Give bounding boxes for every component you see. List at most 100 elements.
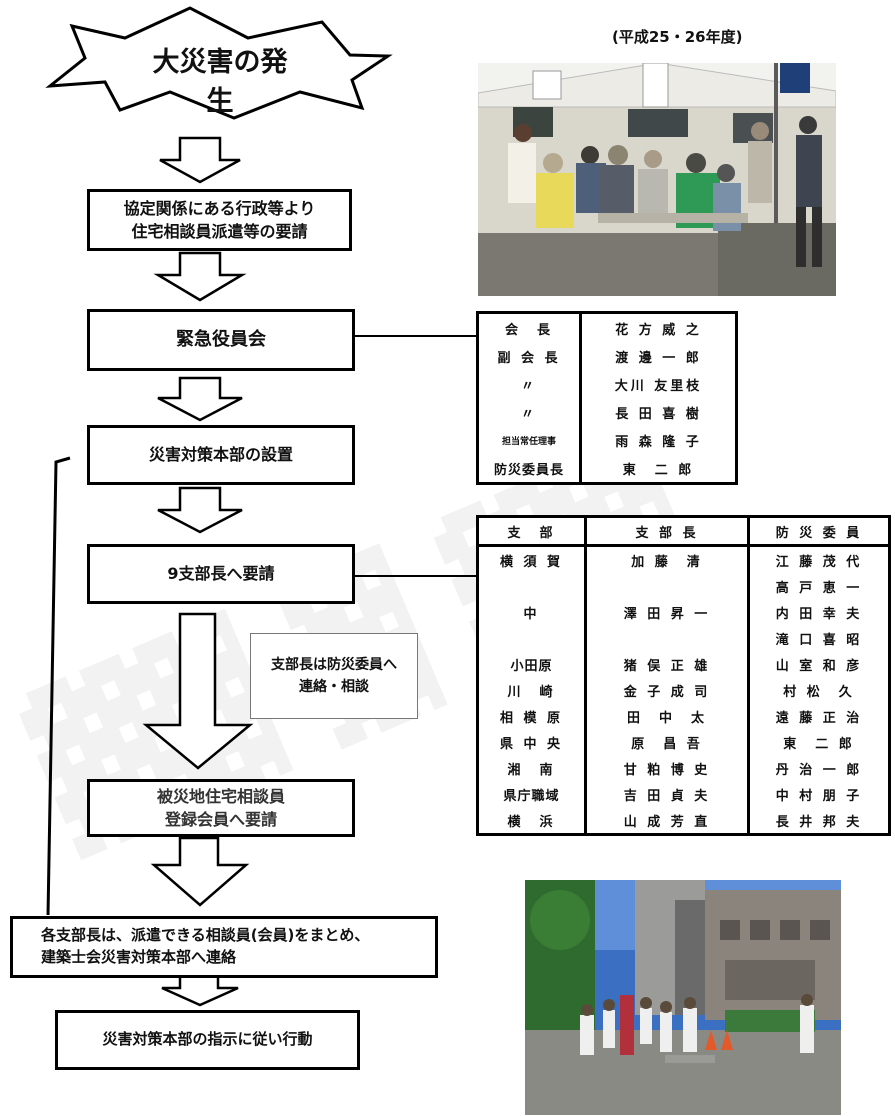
branch-name: 川 崎 [477, 677, 587, 703]
down-arrows [142, 136, 254, 1007]
branch-row: 県 中 央原 昌 吾 東 二 郎 [477, 729, 890, 755]
branch-row: 中澤 田 昇 一 内 田 幸 夫 [477, 599, 890, 625]
branch-committee: 村 松 久 [783, 684, 855, 700]
down-arrow-icon [150, 836, 250, 907]
branch-note-box: 支部長は防災委員へ 連絡・相談 [250, 633, 418, 719]
branch-committee: 江 藤 茂 代 [775, 554, 863, 570]
branch-name [477, 573, 587, 599]
branch-row: 横 浜山 成 芳 直 長 井 邦 夫 [477, 807, 890, 835]
officer-row: 〃 長 田 喜 樹 [477, 398, 737, 426]
branch-row: 県庁職域吉 田 貞 夫 中 村 朋 子 [477, 781, 890, 807]
header-chief: 支 部 長 [585, 516, 750, 547]
branch-name: 相 模 原 [477, 703, 587, 729]
note-line-2: 連絡・相談 [299, 679, 369, 695]
compile-box: 各支部長は、派遣できる相談員(会員)をまとめ、 建築士会災害対策本部へ連絡 [10, 916, 438, 978]
branch-chief: 山 成 芳 直 [585, 807, 750, 835]
officer-role: 会 長 [477, 312, 582, 342]
down-arrow-icon [153, 251, 247, 302]
branch-name: 小田原 [477, 651, 587, 677]
officer-row: 〃 大川 友里枝 [477, 370, 737, 398]
branch-committee: 遠 藤 正 治 [775, 710, 863, 726]
officer-role: 防災委員長 [477, 454, 582, 484]
branch-chief: 吉 田 貞 夫 [585, 781, 750, 807]
branch-chief: 田 中 太 [585, 703, 750, 729]
officer-name: 大川 友里枝 [614, 378, 703, 394]
branch-chief: 澤 田 昇 一 [585, 599, 750, 625]
down-arrow-icon [142, 612, 254, 770]
officer-role: 〃 [477, 370, 582, 398]
officer-role: 〃 [477, 398, 582, 426]
branch-name [477, 625, 587, 651]
branch-chief: 猪 俣 正 雄 [585, 651, 750, 677]
compile-line-2: 建築士会災害対策本部へ連絡 [41, 948, 237, 966]
tent-scene [478, 63, 836, 296]
branch-committee: 長 井 邦 夫 [775, 814, 863, 830]
gathering-scene [525, 880, 841, 1115]
branch-chief [585, 625, 750, 651]
branch-row: 滝 口 喜 昭 [477, 625, 890, 651]
branch-row: 湘 南甘 粕 博 史 丹 治 一 郎 [477, 755, 890, 781]
branch-committee: 丹 治 一 郎 [775, 762, 863, 778]
officer-row: 会 長花 方 威 之 [477, 312, 737, 342]
branch-chief: 甘 粕 博 史 [585, 755, 750, 781]
emergency-box: 緊急役員会 [87, 309, 355, 371]
branches-table: 支 部 支 部 長 防 災 委 員 横 須 賀加 藤 清 江 藤 茂 代 高 戸 … [476, 515, 891, 836]
officer-name: 長 田 喜 樹 [615, 406, 702, 422]
branch-chief: 加 藤 清 [585, 545, 750, 573]
branch-name: 横 須 賀 [477, 545, 587, 573]
officer-name: 渡 邊 一 郎 [615, 350, 702, 366]
branch-committee: 中 村 朋 子 [775, 788, 863, 804]
branch-row: 小田原猪 俣 正 雄 山 室 和 彦 [477, 651, 890, 677]
hq-box: 災害対策本部の設置 [87, 425, 355, 485]
branch-row: 相 模 原田 中 太 遠 藤 正 治 [477, 703, 890, 729]
members-line-1: 被災地住宅相談員 [156, 786, 285, 806]
request-line-2: 住宅相談員派遣等の要請 [131, 222, 308, 241]
branch-name: 横 浜 [477, 807, 587, 835]
down-arrow-icon [157, 486, 243, 534]
start-burst-shape [45, 6, 393, 120]
officer-name: 花 方 威 之 [615, 322, 702, 338]
branch-chief [585, 573, 750, 599]
branch-row: 高 戸 恵 一 [477, 573, 890, 599]
branch-request-box: 9支部長へ要請 [87, 544, 355, 604]
branch-committee: 内 田 幸 夫 [775, 606, 863, 622]
branch-name: 湘 南 [477, 755, 587, 781]
feedback-loop-line [46, 456, 71, 916]
branch-committee: 滝 口 喜 昭 [775, 632, 863, 648]
action-box: 災害対策本部の指示に従い行動 [55, 1010, 360, 1070]
branch-name: 県庁職域 [477, 781, 587, 807]
branch-name: 県 中 央 [477, 729, 587, 755]
branches-header-row: 支 部 支 部 長 防 災 委 員 [477, 516, 890, 547]
officer-row: 副 会 長渡 邊 一 郎 [477, 342, 737, 370]
branch-row: 横 須 賀加 藤 清 江 藤 茂 代 [477, 545, 890, 573]
outdoor-gathering-photo [525, 880, 841, 1115]
header-branch: 支 部 [477, 516, 587, 547]
officer-name: 東 二 郎 [622, 462, 695, 478]
fiscal-year-label: (平成25・26年度) [612, 28, 743, 46]
officer-name: 雨 森 隆 子 [615, 434, 702, 450]
branch-name: 中 [477, 599, 587, 625]
officer-role: 副 会 長 [477, 342, 582, 370]
branch-committee: 高 戸 恵 一 [775, 580, 863, 596]
branch-row: 川 崎金 子 成 司 村 松 久 [477, 677, 890, 703]
request-line-1: 協定関係にある行政等より [123, 198, 316, 218]
compile-line-1: 各支部長は、派遣できる相談員(会員)をまとめ、 [41, 926, 370, 945]
start-label: 大災害の発生 [152, 47, 288, 117]
consultation-tent-photo [478, 63, 836, 296]
request-box: 協定関係にある行政等より 住宅相談員派遣等の要請 [87, 189, 352, 251]
branch-chief: 金 子 成 司 [585, 677, 750, 703]
branch-committee: 東 二 郎 [783, 736, 855, 752]
members-line-2: 登録会員へ要請 [164, 810, 277, 829]
officer-row: 防災委員長 東 二 郎 [477, 454, 737, 484]
down-arrow-icon [157, 376, 243, 422]
members-box: 被災地住宅相談員 登録会員へ要請 [87, 779, 355, 837]
note-line-1: 支部長は防災委員へ [271, 656, 397, 673]
header-committee: 防 災 委 員 [748, 516, 890, 547]
branch-chief: 原 昌 吾 [585, 729, 750, 755]
branch-committee: 山 室 和 彦 [775, 658, 863, 674]
officer-role: 担当常任理事 [477, 426, 582, 454]
officer-row: 担当常任理事 雨 森 隆 子 [477, 426, 737, 454]
officers-table: 会 長花 方 威 之 副 会 長渡 邊 一 郎 〃大川 友里枝 〃長 田 喜 樹… [476, 311, 738, 485]
down-arrow-icon [159, 136, 241, 184]
